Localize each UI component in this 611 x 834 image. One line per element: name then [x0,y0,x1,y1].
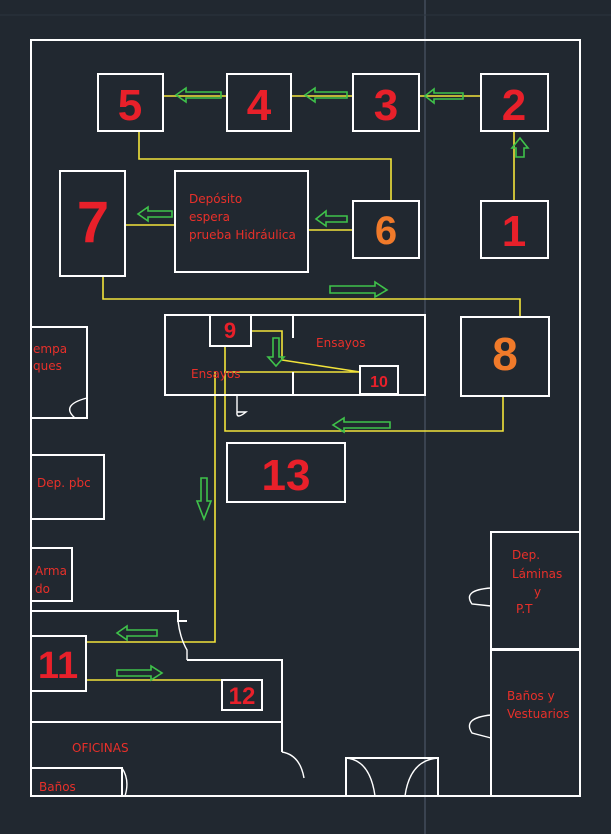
oficinas-label: OFICINAS [72,741,129,755]
station-12-number: 12 [229,683,256,710]
station-2-box [480,73,549,132]
arrow-right [329,280,389,299]
deposito-box [174,170,309,273]
door-arc-laminas [468,587,492,607]
flow-arrows [115,86,530,682]
door-arc-bottom-left [345,757,376,797]
banos-vestuarios-label-1: Baños y [507,689,555,703]
station-7-box [59,170,126,277]
station-4-box [226,73,292,132]
banos-label: Baños [39,780,76,794]
deposito-label-1: Depósito [189,192,242,206]
station-11-box [30,635,87,692]
station-9-box [209,314,252,347]
station-6-box [352,200,420,259]
dep-pbc-label: Dep. pbc [37,476,91,490]
station-9-number: 9 [224,318,236,343]
ensayos-room [164,314,426,396]
laminas-label-2: Láminas [512,567,562,581]
flow-line-5-6 [138,131,392,201]
door-arc-office-right [281,751,305,779]
empaques-label-1: empa [33,342,67,356]
station-3-number: 3 [374,81,398,130]
arrow-right [116,664,164,682]
station-1-box [480,200,549,259]
office-wall-mid [31,659,283,723]
ensayos-label-b: Ensayos [191,367,241,381]
station-8-number: 8 [492,328,518,380]
arrow-down [266,337,286,368]
ensayos-label-a: Ensayos [316,336,366,350]
station-2-number: 2 [502,81,526,130]
station-8-box [460,316,550,397]
banos-vestuarios-label-2: Vestuarios [507,707,569,721]
arrow-left [314,209,348,228]
banos-vestuarios-room [490,649,581,797]
door-arc-banos-vestuarios [468,714,492,739]
armado-label-2: do [35,582,50,596]
door-arc-office [177,620,188,660]
arrow-down [195,477,213,522]
flow-line-7-8 [102,276,521,317]
station-10-box [359,365,399,395]
laminas-label-3: y [534,585,541,599]
office-wall-top [31,610,187,622]
empaques-label-2: ques [33,359,62,373]
station-11-number: 11 [38,645,78,687]
door-arc-ensayos [236,396,248,417]
armado-label-1: Arma [35,564,67,578]
arrow-left [174,86,222,104]
station-12-box [221,679,263,711]
laminas-label-1: Dep. [512,548,540,562]
deposito-label-2: espera [189,210,230,224]
bottom-door-frame [345,757,439,796]
door-arcs [68,396,492,797]
flow-line-10-11 [86,372,216,643]
door-arc-bottom-right [404,757,439,797]
station-13-number: 13 [262,451,311,500]
station-10-number: 10 [370,374,388,391]
flow-line-8-9 [224,346,504,432]
station-4-number: 4 [247,81,272,130]
arrow-up [510,136,530,158]
empaques-room [30,326,88,419]
flow-lines [86,95,521,681]
deposito-label-3: prueba Hidráulica [189,228,296,242]
station-13-box [226,442,346,503]
station-3-box [352,73,420,132]
arrow-left [423,87,464,105]
station-5-number: 5 [118,81,142,130]
arrow-left [303,86,348,104]
station-1-number: 1 [502,207,526,256]
laminas-label-4: P.T [516,602,533,616]
arrow-left [115,624,158,642]
door-arc-banos [121,767,128,797]
station-7-number: 7 [77,190,109,255]
door-arc-empaques [68,397,88,419]
arrow-left [136,205,173,223]
arrow-left [331,416,391,434]
station-5-box [97,73,164,132]
dep-pbc-room [30,454,105,520]
armado-room [30,547,73,602]
building-outline [30,39,581,797]
station-6-number: 6 [375,209,397,253]
